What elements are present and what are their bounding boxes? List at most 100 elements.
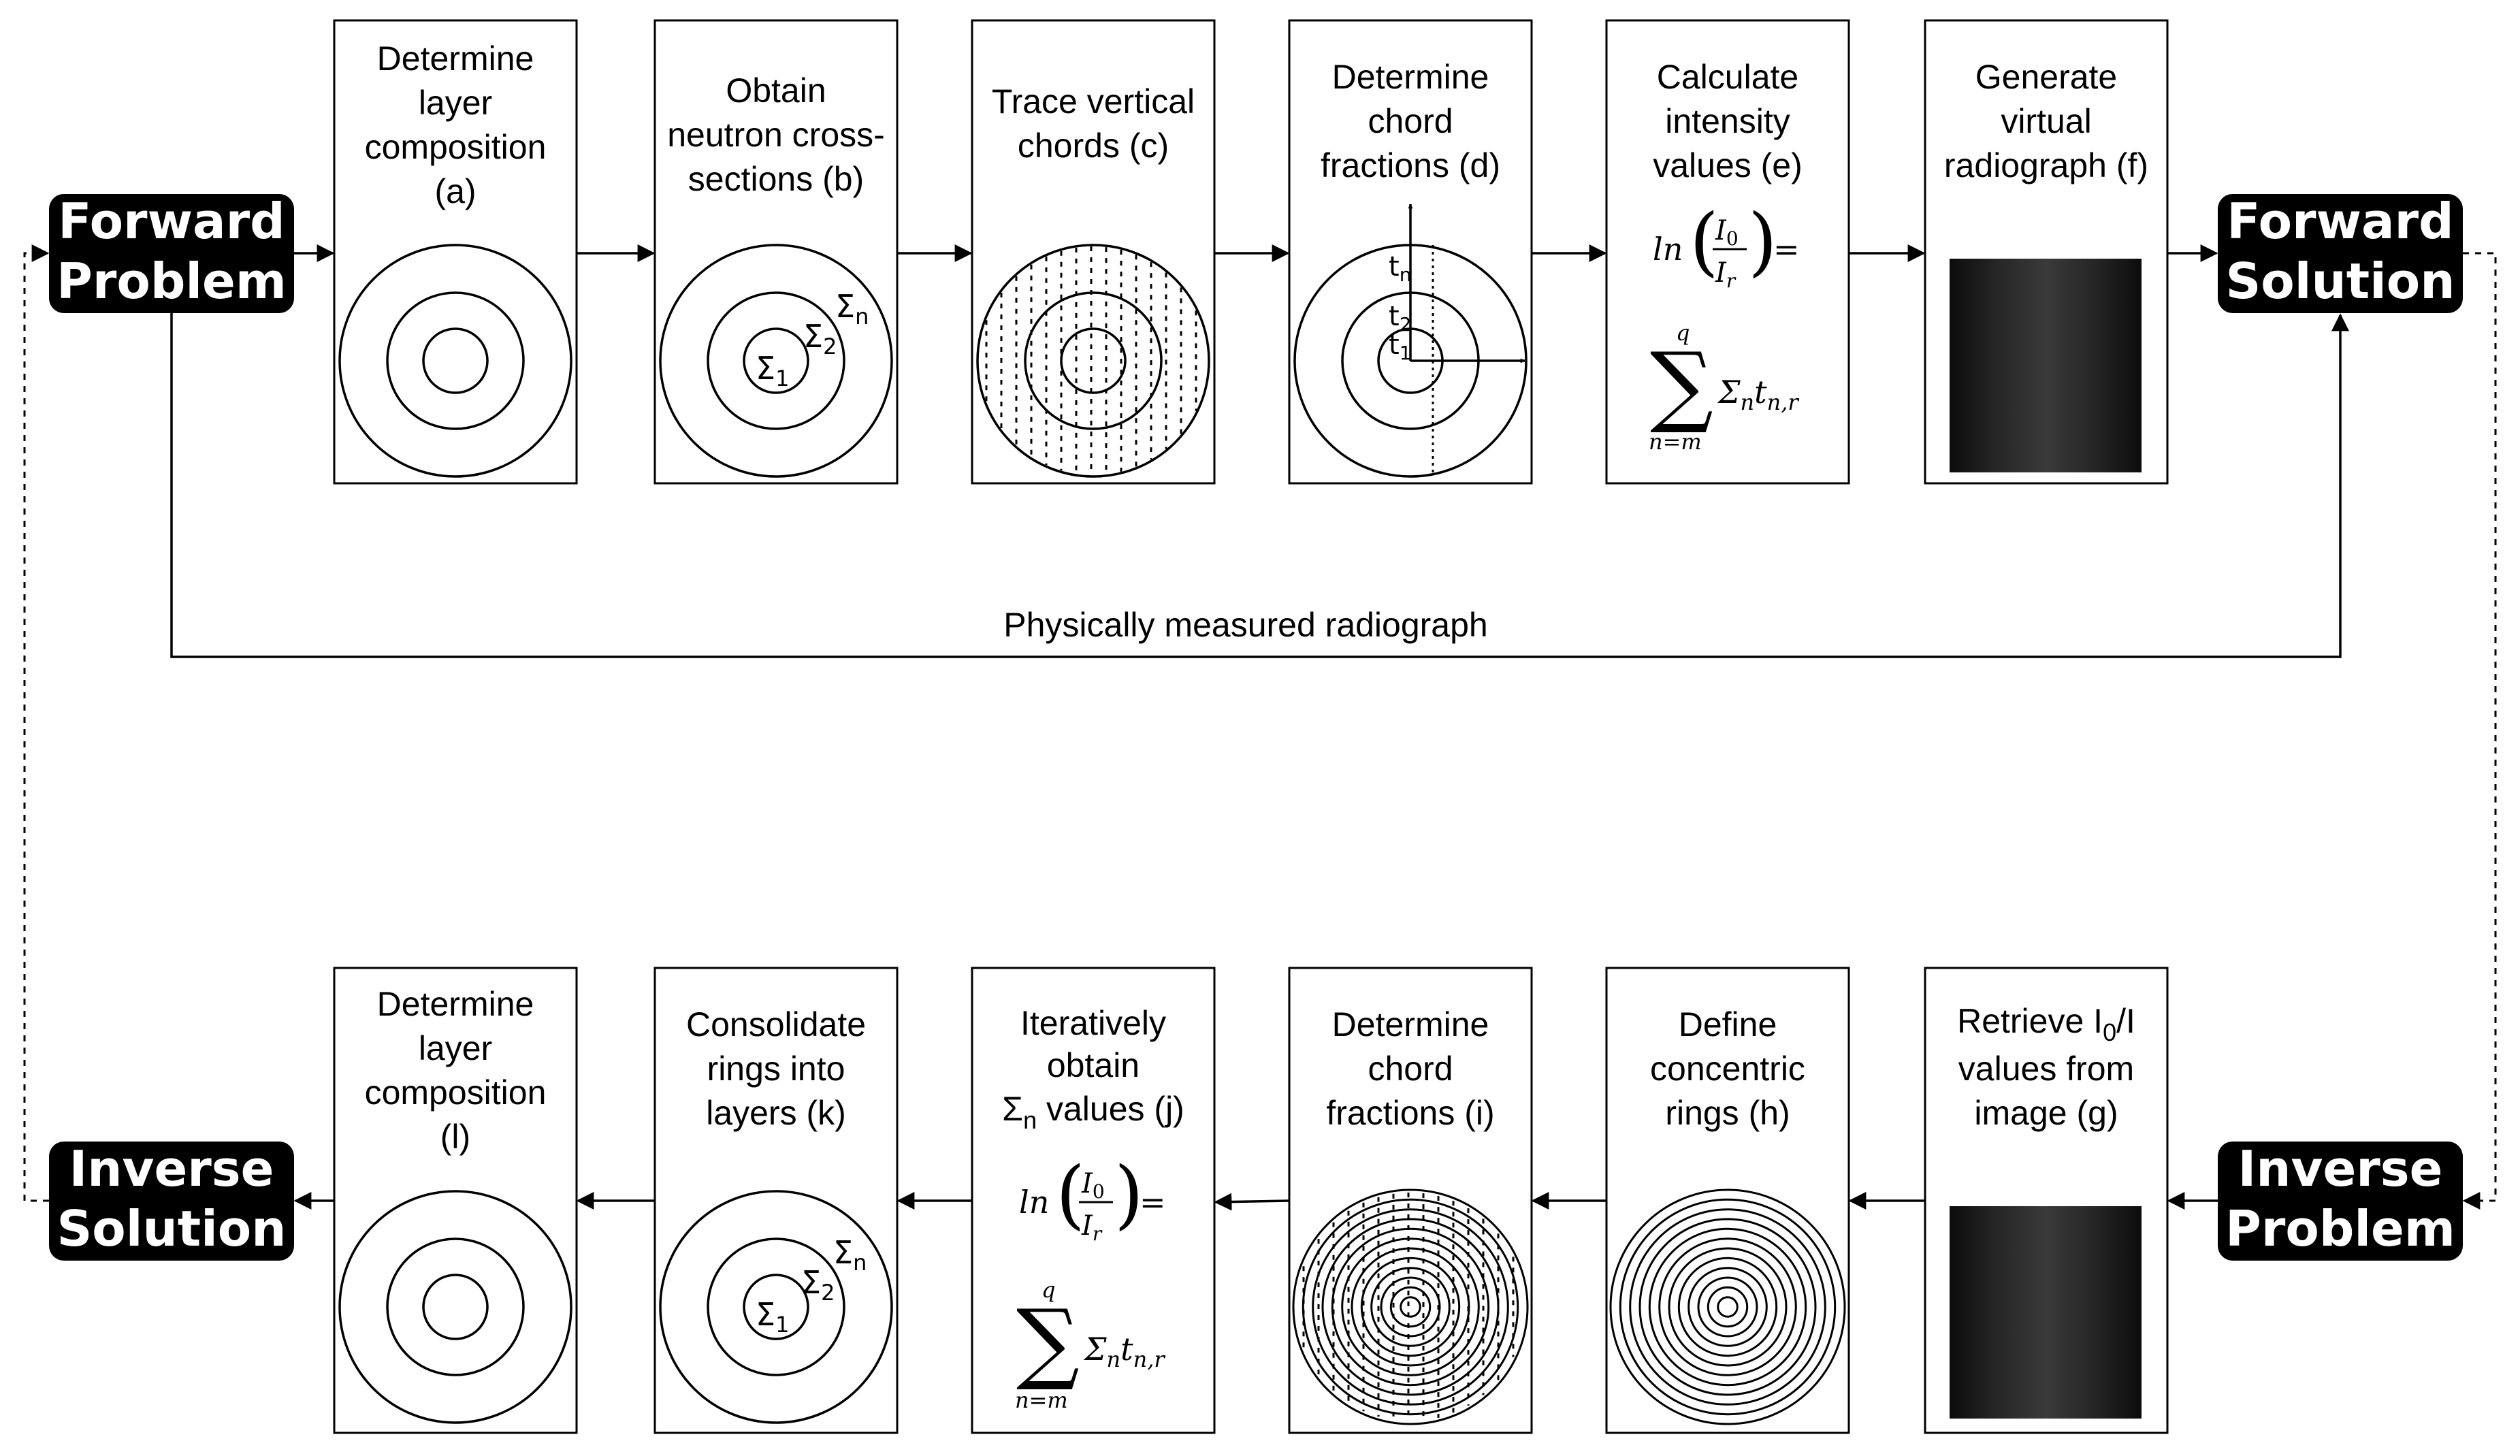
inverse-solution-line2: Solution: [56, 1200, 286, 1257]
step-i-box: Determine chord fractions (i): [1288, 967, 1533, 1434]
step-f-line2: virtual: [2001, 102, 2091, 140]
step-a-line4: (a): [434, 172, 476, 210]
inverse-solution-line1: Inverse: [69, 1140, 274, 1197]
forward-solution-line1: Forward: [2227, 193, 2453, 250]
layer-rings-a: [338, 244, 572, 478]
concentric-ring: [1717, 1296, 1739, 1318]
measured-radiograph-connector: Physically measured radiograph: [170, 313, 2349, 658]
step-l-line1: Determine: [377, 985, 534, 1023]
step-h-line3: rings (h): [1665, 1094, 1790, 1132]
concentric-ring: [1389, 1286, 1432, 1328]
step-d-line3: fractions (d): [1321, 146, 1500, 184]
step-b-line3: sections (b): [688, 160, 864, 198]
forward-problem-line2: Problem: [56, 253, 287, 310]
concentric-ring: [1292, 1188, 1529, 1425]
dashed-loops: [23, 244, 2497, 1210]
chord-lines-i: [1302, 1193, 1515, 1421]
inverse-problem-line1: Inverse: [2238, 1140, 2442, 1197]
step-h-line1: Define: [1679, 1005, 1777, 1044]
connector-line: [170, 313, 2349, 658]
step-b-box: Obtain neutron cross- sections (b) Σ1 Σ2…: [653, 19, 899, 485]
step-e-line2: intensity: [1665, 102, 1790, 140]
step-i-line3: fractions (i): [1326, 1094, 1494, 1132]
concentric-ring: [1629, 1208, 1826, 1406]
step-f-box: Generate virtual radiograph (f): [1924, 19, 2169, 485]
intensity-equation-e: ln ( I0 Ir ) = q ∑ n=m Σntn,r: [1649, 197, 1800, 455]
dashed-left-loop: [23, 244, 50, 1202]
eq-j-sum-symbol: ∑: [1016, 1290, 1080, 1393]
concentric-ring: [1697, 1276, 1758, 1338]
step-j-box: Iteratively obtain Σn values (j) ln ( I0…: [971, 967, 1216, 1434]
layer-rings-l: [338, 1190, 572, 1424]
step-h-box: Define concentric rings (h): [1605, 967, 1850, 1434]
step-k-line2: rings into: [707, 1050, 845, 1088]
step-c-line2: chords (c): [1018, 127, 1169, 165]
sigma-n-label-k: Σn: [833, 1234, 867, 1276]
eq-numerator: I0: [1715, 215, 1739, 250]
step-a-line2: layer: [419, 84, 492, 122]
step-e-line3: values (e): [1653, 146, 1803, 184]
cross-section-rings-b: [659, 244, 893, 478]
step-g-line2: values from: [1958, 1050, 2134, 1088]
concentric-ring: [1668, 1247, 1788, 1367]
step-d-line2: chord: [1368, 102, 1453, 140]
step-l-box: Determine layer composition (l): [333, 967, 578, 1434]
inverse-solution-terminal: Inverse Solution: [49, 1140, 294, 1261]
concentric-ring: [1312, 1208, 1509, 1406]
step-l-line2: layer: [419, 1029, 492, 1067]
forward-problem-terminal: Forward Problem: [49, 193, 294, 313]
concentric-ring: [1370, 1267, 1451, 1347]
step-l-line3: composition: [365, 1073, 547, 1112]
concentric-ring: [1707, 1286, 1749, 1328]
eq-j-ln: ln: [1019, 1184, 1049, 1220]
concentric-ring: [1302, 1198, 1519, 1416]
step-i-line2: chord: [1368, 1050, 1453, 1088]
eq-j-equals: =: [1140, 1184, 1166, 1220]
concentric-ring: [1360, 1257, 1461, 1357]
step-j-line3: Σn values (j): [1002, 1090, 1184, 1134]
eq-j-denominator: Ir: [1081, 1210, 1103, 1245]
arrow-i-to-j: [1214, 1193, 1290, 1211]
eq-sum-top: q: [1676, 320, 1690, 346]
step-f-line1: Generate: [1975, 58, 2117, 96]
chord-fraction-rings-i: [1292, 1188, 1529, 1425]
step-j-line2: obtain: [1047, 1046, 1140, 1084]
eq-paren-right: ): [1748, 197, 1777, 285]
eq-j-numerator: I0: [1081, 1168, 1105, 1203]
eq-ln: ln: [1653, 231, 1683, 268]
concentric-ring: [1658, 1237, 1797, 1376]
step-a-line3: composition: [365, 128, 547, 166]
concentric-ring: [1331, 1227, 1490, 1387]
concentric-rings-i: [1292, 1188, 1529, 1425]
eq-paren-left: (: [1690, 197, 1719, 285]
concentric-ring: [1648, 1227, 1807, 1387]
step-d-box: Determine chord fractions (d) tn t2 t1: [1288, 19, 1533, 485]
forward-solution-line2: Solution: [2225, 253, 2455, 310]
eq-sum-term: Σntn,r: [1717, 374, 1799, 415]
eq-j-sum-bottom: n=m: [1015, 1387, 1068, 1413]
chord-lines-c: [985, 246, 1197, 475]
concentric-ring: [1341, 1237, 1480, 1376]
concentric-ring: [1609, 1188, 1846, 1425]
eq-sum-symbol: ∑: [1650, 333, 1713, 436]
eq-sum-bottom: n=m: [1649, 429, 1702, 455]
sigma-2-label-b: Σ2: [803, 318, 837, 359]
concentric-rings-h: [1609, 1188, 1846, 1425]
step-g-box: Retrieve I0/I values from image (g): [1924, 967, 2169, 1434]
step-c-box: Trace vertical chords (c): [971, 19, 1216, 485]
virtual-radiograph-image: [1950, 259, 2142, 472]
concentric-ring: [1638, 1218, 1817, 1396]
concentric-ring: [1619, 1198, 1837, 1416]
step-a-box: Determine layer composition (a): [333, 19, 578, 485]
vertical-chords-c: [976, 244, 1210, 478]
step-b-line1: Obtain: [726, 71, 826, 110]
concentric-ring: [1677, 1257, 1778, 1357]
eq-j-sum-term: Σntn,r: [1083, 1331, 1165, 1372]
sigma-n-label-b: Σn: [835, 288, 869, 329]
sigma-1-label-k: Σ1: [756, 1296, 789, 1338]
t-n-label: tn: [1389, 251, 1411, 286]
intensity-equation-j: ln ( I0 Ir ) = q ∑ n=m Σntn,r: [1015, 1150, 1166, 1413]
step-h-line2: concentric: [1650, 1050, 1805, 1088]
sigma-2-label-k: Σ2: [801, 1264, 835, 1306]
